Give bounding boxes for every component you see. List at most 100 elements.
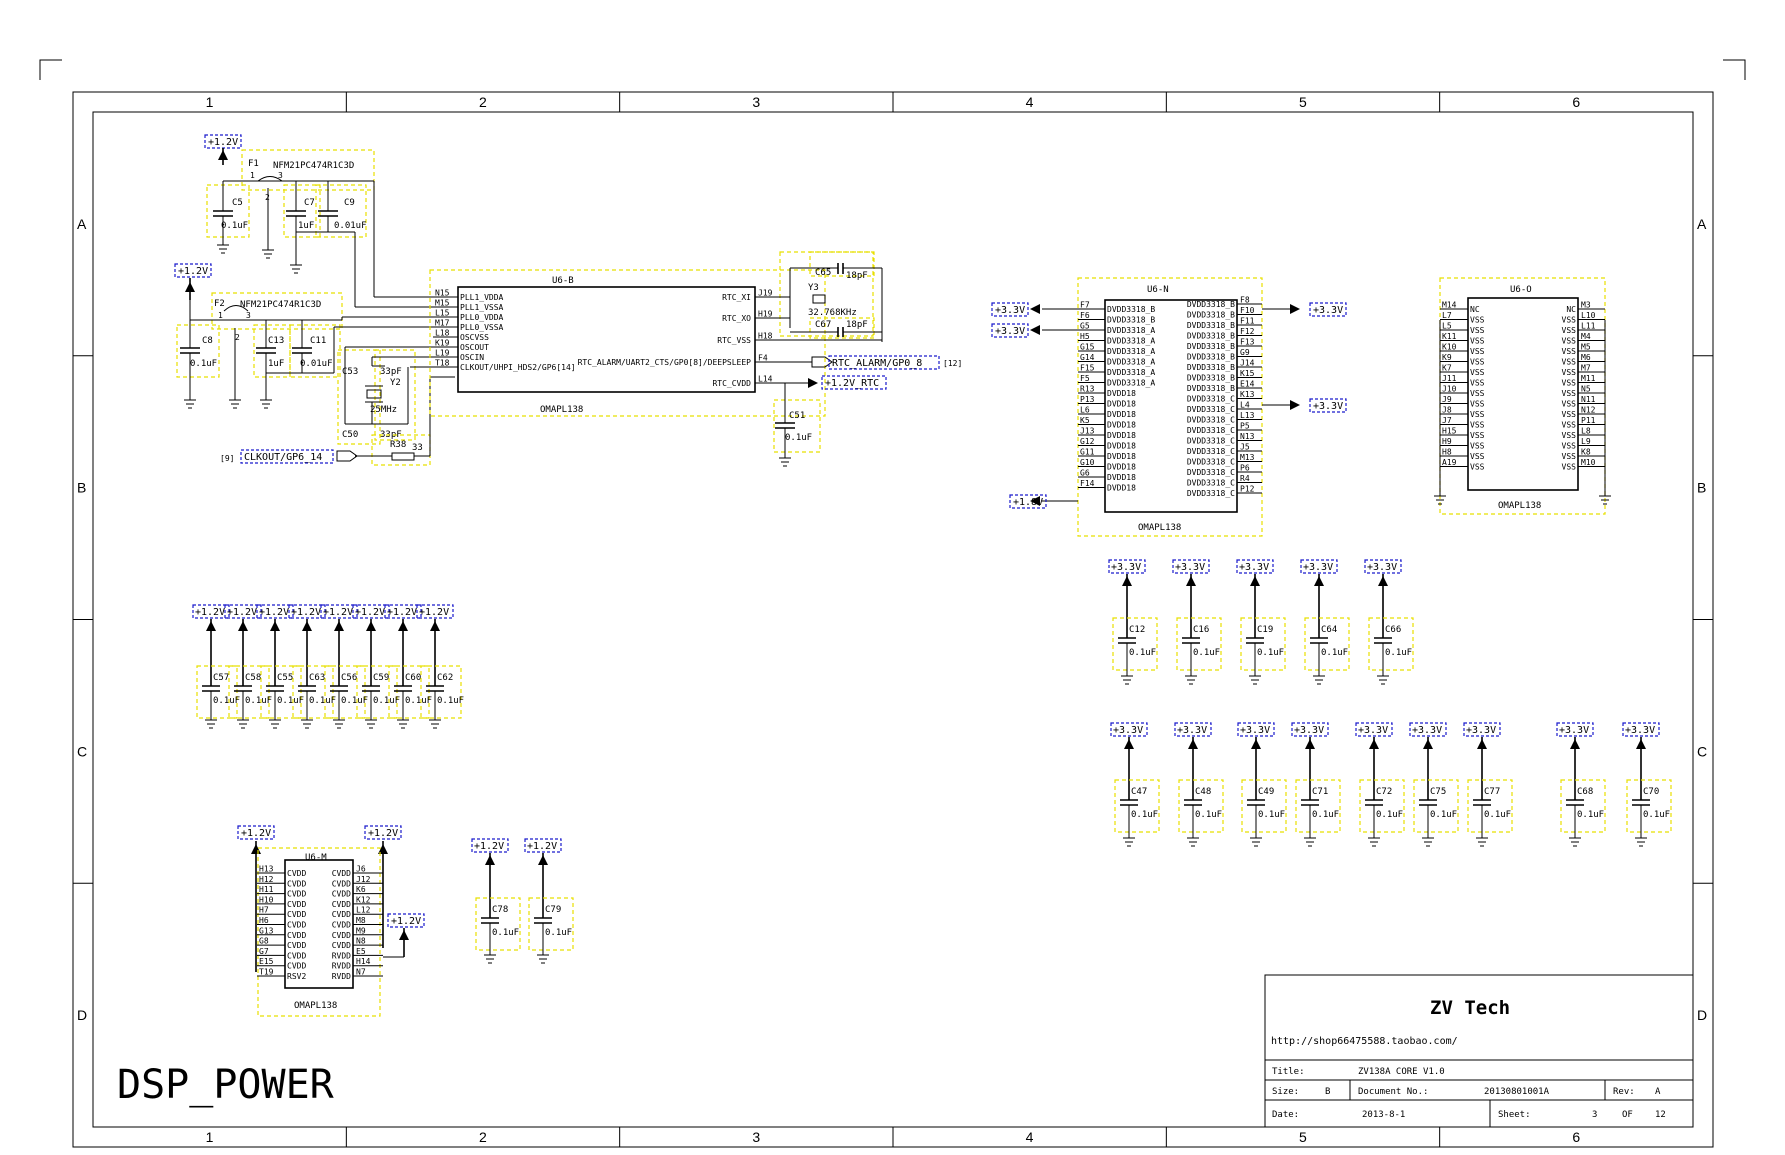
power-port bbox=[224, 604, 262, 619]
pin-number: M5 bbox=[1581, 343, 1591, 352]
pin-number: M7 bbox=[1581, 364, 1591, 373]
pin-name: DVDD3318_A bbox=[1107, 358, 1155, 367]
pin-name: DVDD3318_B bbox=[1187, 363, 1235, 372]
capacitor-ref: C75 bbox=[1430, 787, 1446, 797]
column-label-bottom: 6 bbox=[1572, 1129, 1580, 1145]
pin-number: F4 bbox=[758, 354, 768, 363]
c67-ref: C67 bbox=[815, 320, 831, 330]
column-label-bottom: 3 bbox=[752, 1129, 760, 1145]
u6o-right-pins: M3NCL10VSSL11VSSM4VSSM5VSSM6VSSM7VSSM11V… bbox=[1562, 301, 1605, 472]
power-port bbox=[1291, 722, 1329, 737]
power-port bbox=[1364, 559, 1402, 574]
power-port bbox=[1108, 559, 1146, 574]
pin-number: K6 bbox=[356, 885, 366, 894]
pin-number: P5 bbox=[1240, 422, 1250, 431]
docno-label: Document No.: bbox=[1358, 1087, 1428, 1097]
column-label-top: 4 bbox=[1026, 94, 1034, 110]
u6n-net-33-b: +3.3V bbox=[995, 326, 1025, 337]
capacitor-ref: C79 bbox=[545, 905, 561, 915]
power-port bbox=[416, 604, 454, 619]
pin-number: M4 bbox=[1581, 332, 1591, 341]
svg-text:+1.2V: +1.2V bbox=[391, 916, 421, 927]
pin-name: RVDD bbox=[332, 951, 351, 960]
c67-val: 18pF bbox=[846, 320, 868, 330]
power-port-label: +3.3V bbox=[1367, 562, 1397, 573]
pin-number: H19 bbox=[758, 310, 773, 319]
capacitor-ref: C62 bbox=[437, 673, 453, 683]
row-label-left: A bbox=[77, 216, 87, 232]
pin-name: DVDD3318_A bbox=[1107, 347, 1155, 356]
pin-name: DVDD18 bbox=[1107, 389, 1136, 398]
pin-name: CVDD bbox=[287, 921, 306, 930]
title-label: Title: bbox=[1272, 1067, 1305, 1077]
pin-number: H5 bbox=[1080, 332, 1090, 341]
capacitor-value: 0.1uF bbox=[1484, 810, 1511, 820]
pin-number: F13 bbox=[1240, 338, 1255, 347]
docno-value: 20130801001A bbox=[1484, 1087, 1550, 1097]
pin-name: VSS bbox=[1562, 389, 1577, 398]
pin-name: DVDD18 bbox=[1107, 452, 1136, 461]
power-port bbox=[524, 838, 562, 853]
power-port bbox=[352, 604, 390, 619]
u6o-body bbox=[1467, 297, 1579, 491]
power-port bbox=[1174, 722, 1212, 737]
pin-number: N12 bbox=[1581, 406, 1596, 415]
pin-number: N7 bbox=[356, 968, 366, 977]
column-label-top: 1 bbox=[206, 94, 214, 110]
pin-name: CLKOUT/UHPI_HDS2/GP6[14] bbox=[460, 363, 576, 372]
pin-number: L8 bbox=[1581, 427, 1591, 436]
pin-name: CVDD bbox=[332, 921, 351, 930]
pin-name: CVDD bbox=[332, 900, 351, 909]
pin-name: DVDD18 bbox=[1107, 473, 1136, 482]
pin-name: DVDD18 bbox=[1107, 484, 1136, 493]
pin-name: VSS bbox=[1562, 326, 1577, 335]
pin-name: DVDD3318_C bbox=[1187, 395, 1235, 404]
power-port bbox=[256, 604, 294, 619]
rtc-vdd-net-label: +1.2V_RTC bbox=[825, 378, 879, 389]
column-label-bottom: 5 bbox=[1299, 1129, 1307, 1145]
pin-name: DVDD3318_C bbox=[1187, 416, 1235, 425]
capacitor-ref: C56 bbox=[341, 673, 357, 683]
capacitor-value: 0.1uF bbox=[341, 696, 368, 706]
pin-name: VSS bbox=[1562, 368, 1577, 377]
pin-name: DVDD3318_B bbox=[1187, 332, 1235, 341]
pin-number: H11 bbox=[259, 885, 274, 894]
pin-name: DVDD18 bbox=[1107, 463, 1136, 472]
u6b-right-pins: J19RTC_XIH19RTC_XOH18RTC_VSSF4RTC_ALARM/… bbox=[578, 289, 780, 388]
pin-name: OSCVSS bbox=[460, 333, 489, 342]
c7-ref: C7 bbox=[304, 198, 315, 208]
pin-number: N13 bbox=[1240, 432, 1255, 441]
capacitor-ref: C49 bbox=[1258, 787, 1274, 797]
pin-number: G5 bbox=[1080, 322, 1090, 331]
size-label: Size: bbox=[1272, 1087, 1299, 1097]
power-port-label: +3.3V bbox=[1358, 725, 1388, 736]
pin-name: VSS bbox=[1562, 421, 1577, 430]
pin-name: NC bbox=[1566, 305, 1576, 314]
title-block: ZV Tech http://shop66475588.taobao.com/ … bbox=[1264, 974, 1694, 1128]
power-port bbox=[1355, 722, 1393, 737]
date-label: Date: bbox=[1272, 1110, 1299, 1120]
pin-number: H12 bbox=[259, 875, 274, 884]
row-label-right: C bbox=[1697, 743, 1707, 759]
